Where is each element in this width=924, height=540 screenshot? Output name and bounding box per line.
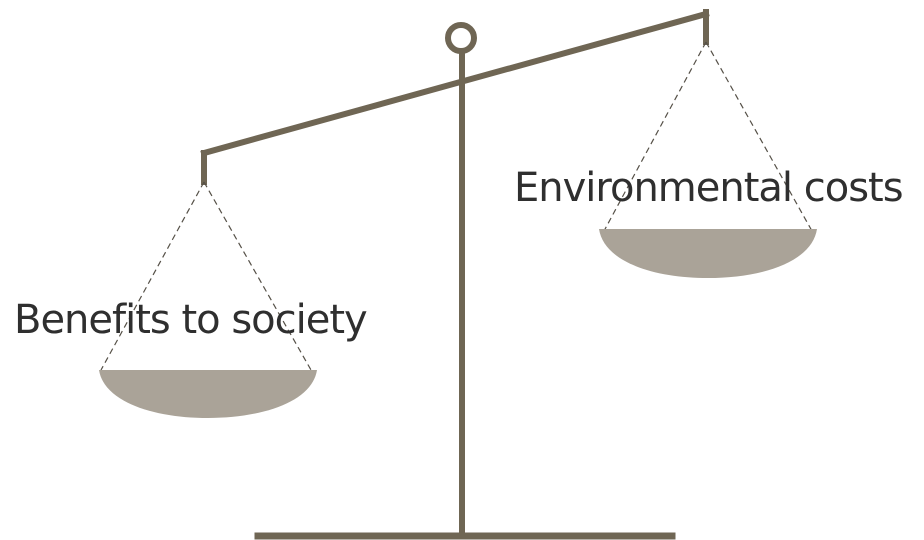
left-pan-strings	[100, 181, 312, 371]
left-pan	[99, 370, 317, 418]
right-pan-label: Environmental costs	[514, 165, 903, 211]
right-pan-strings	[603, 41, 813, 232]
pivot-ring	[445, 22, 477, 54]
left-pan-label: Benefits to society	[14, 297, 367, 343]
right-pan	[599, 229, 817, 278]
scale-beam	[200, 10, 710, 157]
